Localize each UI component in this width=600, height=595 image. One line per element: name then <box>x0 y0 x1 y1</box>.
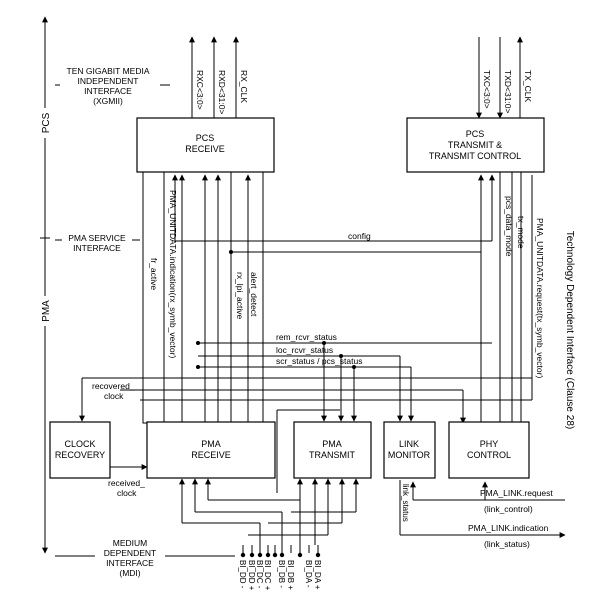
rem-rcvr-status-label: rem_rcvr_status <box>276 332 337 342</box>
bi-dc-plus-label: BI_DC + <box>263 560 272 591</box>
link-control-label: (link_control) <box>484 504 533 514</box>
recovered-clock-line-2: clock <box>104 391 124 401</box>
recovered-clock-line-1: recovered_ <box>92 381 135 391</box>
signal-labels: fr_active PMA_UNITDATA.indication(rx_sym… <box>92 190 553 549</box>
alert-detect-label: alert_detect <box>249 272 259 317</box>
link-status-vertical-label: link_status <box>401 484 410 522</box>
pma-link-indication-label: PMA_LINK.indication <box>468 523 549 533</box>
link-monitor-line-2: MONITOR <box>388 450 431 460</box>
rx-lpi-active-label: rx_lpi_active <box>235 272 245 320</box>
phy-control-line-2: CONTROL <box>467 450 511 460</box>
rx-clk-label: RX_CLK <box>239 70 249 103</box>
loc-rcvr-status-label: loc_rcvr_status <box>276 345 333 355</box>
pcs-receive-line-2: RECEIVE <box>185 144 225 154</box>
rxc-label: RXC<3:0> <box>195 70 205 110</box>
bi-dd-plus-label: BI_DD + <box>247 560 256 591</box>
pcs-layer-label: PCS <box>41 112 52 133</box>
pma-receive-line-1: PMA <box>201 439 221 449</box>
bi-db-plus-label: BI_DB + <box>286 560 295 590</box>
technology-dependent-interface-label: Technology Dependent Interface (Clause 2… <box>564 231 575 429</box>
scr-status-label: scr_status / pcs_status <box>276 356 362 366</box>
pma-transmit-block: PMA TRANSMIT <box>293 421 372 479</box>
pma-receive-block: PMA RECEIVE <box>146 421 276 479</box>
clock-recovery-line-2: RECOVERY <box>55 450 105 460</box>
phy-control-block: PHY CONTROL <box>448 421 530 479</box>
rxd-label: RXD<31:0> <box>217 70 227 114</box>
pma-transmit-line-1: PMA <box>322 439 342 449</box>
fr-active-label: fr_active <box>149 258 159 290</box>
xgmii-line-1: TEN GIGABIT MEDIA <box>67 66 150 76</box>
received-clock-line-1: received_ <box>108 478 145 488</box>
pma-service-interface-label: PMA SERVICE INTERFACE <box>55 231 140 253</box>
pcs-transmit-line-2: TRANSMIT & <box>448 140 502 150</box>
xgmii-line-3: INTERFACE <box>84 86 132 96</box>
txd-label: TXD<31:0> <box>503 70 513 114</box>
xgmii-receive-signals: RXC<3:0> RXD<31:0> RX_CLK <box>189 36 249 118</box>
mdi-pair-labels: BI_DD - BI_DD + BI_DC - BI_DC + BI_DB - … <box>238 560 322 591</box>
pma-unitdata-indication-label: PMA_UNITDATA.indication(rx_symb_vector) <box>168 190 178 358</box>
bi-da-minus-label: BI_DA - <box>304 560 313 588</box>
config-label: config <box>348 231 371 241</box>
bi-db-minus-label: BI_DB - <box>277 560 286 588</box>
link-monitor-line-1: LINK <box>399 439 419 449</box>
xgmii-transmit-signals: TXC<3:0> TXD<31:0> TX_CLK <box>476 36 533 119</box>
xgmii-line-4: (XGMII) <box>93 96 123 106</box>
txc-label: TXC<3:0> <box>482 70 492 109</box>
signal-wiring <box>79 170 566 558</box>
pma-link-request-label: PMA_LINK.request <box>480 488 553 498</box>
tx-mode-label: tx_mode <box>516 216 526 249</box>
pcs-receive-block: PCS RECEIVE <box>136 117 275 173</box>
mdi-line-2: DEPENDENT <box>104 548 156 558</box>
bi-dc-minus-label: BI_DC - <box>255 560 264 589</box>
tx-clk-label: TX_CLK <box>523 70 533 102</box>
bi-dd-minus-label: BI_DD - <box>238 560 247 589</box>
pma-service-line-1: PMA SERVICE <box>68 233 126 243</box>
pcs-transmit-block: PCS TRANSMIT & TRANSMIT CONTROL <box>406 117 545 173</box>
layer-axis: PCS PMA <box>36 16 54 554</box>
phy-control-line-1: PHY <box>480 439 499 449</box>
mdi-line-3: INTERFACE <box>106 558 154 568</box>
pma-service-line-2: INTERFACE <box>73 243 121 253</box>
pma-layer-label: PMA <box>41 300 52 322</box>
clock-recovery-block: CLOCK RECOVERY <box>49 421 111 479</box>
xgmii-line-2: INDEPENDENT <box>78 76 139 86</box>
mdi-line-1: MEDIUM <box>113 538 147 548</box>
link-monitor-block: LINK MONITOR <box>383 421 436 479</box>
pma-unitdata-request-label: PMA_UNITDATA.request(tx_symb_vector) <box>535 218 545 378</box>
pma-receive-line-2: RECEIVE <box>191 450 231 460</box>
pcs-transmit-line-3: TRANSMIT CONTROL <box>429 151 521 161</box>
link-status-label: (link_status) <box>484 539 530 549</box>
pcs-transmit-line-1: PCS <box>466 129 485 139</box>
pma-transmit-line-2: TRANSMIT <box>309 450 356 460</box>
received-clock-line-2: clock <box>117 488 137 498</box>
pcs-receive-line-1: PCS <box>196 133 215 143</box>
mdi-interface-label: MEDIUM DEPENDENT INTERFACE (MDI) <box>55 536 235 580</box>
mdi-line-4: (MDI) <box>119 568 140 578</box>
clock-recovery-line-1: CLOCK <box>64 439 95 449</box>
pcs-data-mode-label: pcs_data_mode <box>504 196 514 257</box>
xgmii-interface-label: TEN GIGABIT MEDIA INDEPENDENT INTERFACE … <box>55 62 170 106</box>
bi-da-plus-label: BI_DA + <box>313 560 322 590</box>
